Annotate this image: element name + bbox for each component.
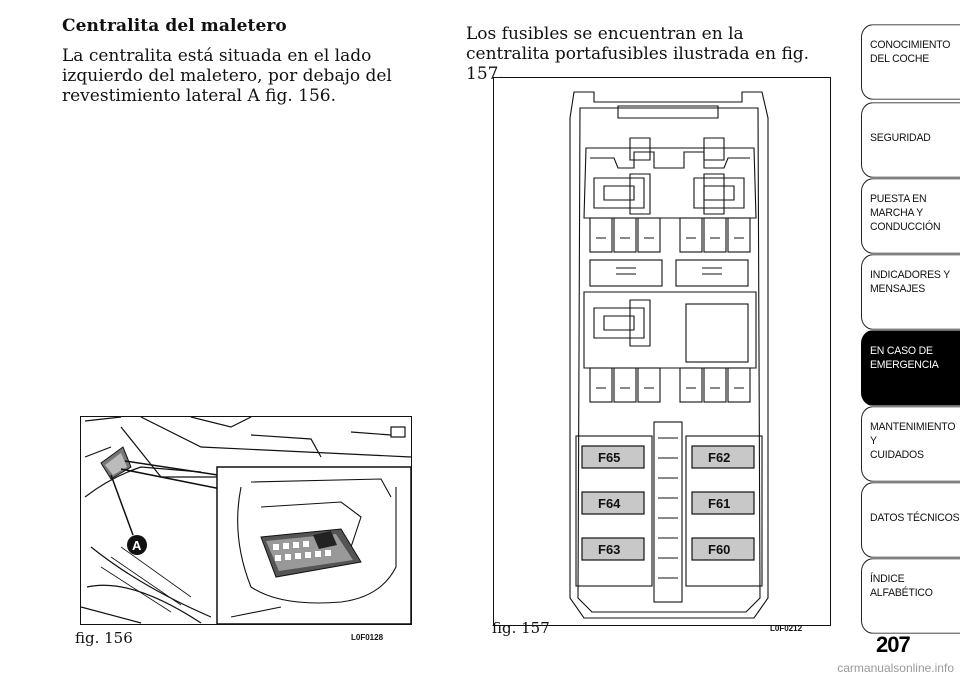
fuse-label-f65: F65 [598,450,620,465]
figure-157-code: L0F0212 [770,624,803,633]
tab-seguridad[interactable]: SEGURIDAD [861,102,960,178]
fuse-label-f63: F63 [598,542,620,557]
tab-label-line: MANTENIMIENTO Y [870,420,956,448]
fuse-box-diagram: F65 F62 F64 F61 F63 F60 [569,91,769,619]
fuse-label-f60: F60 [708,542,730,557]
tab-puesta-en-marcha[interactable]: PUESTA EN MARCHA Y CONDUCCIÓN [861,178,960,254]
callout-label-a: A [132,538,142,553]
right-paragraph: Los fusibles se encuentran en la central… [466,24,810,84]
tab-label-line: ALFABÉTICO [870,586,933,600]
tab-indicadores-y-mensajes[interactable]: INDICADORES Y MENSAJES [861,254,960,330]
tab-label-line: PUESTA EN [870,192,927,206]
tab-label-line: ÍNDICE [870,572,905,586]
watermark: carmanualsonline.info [837,661,954,675]
tab-label-line: EN CASO DE [870,344,933,358]
tab-datos-tecnicos[interactable]: DATOS TÉCNICOS [861,482,960,558]
page-number: 207 [876,632,911,657]
section-heading: Centralita del maletero [62,16,287,36]
tab-label-line: CUIDADOS [870,448,924,462]
figure-156-caption: fig. 156 [75,629,133,647]
figure-157: F65 F62 F64 F61 F63 F60 fig. 157 L0F0212 [492,77,831,637]
tab-label-line: MENSAJES [870,282,925,296]
tab-en-caso-de-emergencia[interactable]: EN CASO DE EMERGENCIA [861,330,960,406]
tab-label-line: DATOS TÉCNICOS [870,511,960,525]
tab-indice-alfabetico[interactable]: ÍNDICE ALFABÉTICO [861,558,960,634]
fuse-label-f62: F62 [708,450,730,465]
tab-mantenimiento-y-cuidados[interactable]: MANTENIMIENTO Y CUIDADOS [861,406,960,482]
trunk-illustration: A [80,416,412,625]
tab-label-line: DEL COCHE [870,52,930,66]
fuse-label-f64: F64 [598,496,621,511]
figure-156-code: L0F0128 [351,633,384,642]
tab-label-line: MARCHA Y [870,206,924,220]
left-paragraph: La centralita está situada en el lado iz… [62,46,392,106]
fuse-label-f61: F61 [708,496,730,511]
tab-label-line: EMERGENCIA [870,358,939,372]
tab-label-line: CONOCIMIENTO [870,38,951,52]
tab-label-line: SEGURIDAD [870,131,931,145]
tab-label-line: CONDUCCIÓN [870,220,941,234]
figure-157-caption: fig. 157 [492,619,550,637]
tab-label-line: INDICADORES Y [870,268,951,282]
tab-conocimiento-del-coche[interactable]: CONOCIMIENTO DEL COCHE [861,24,960,100]
chapter-sidebar: CONOCIMIENTO DEL COCHE SEGURIDAD PUESTA … [861,24,960,647]
figure-156: A fig. 156 L0F0128 [75,416,412,647]
